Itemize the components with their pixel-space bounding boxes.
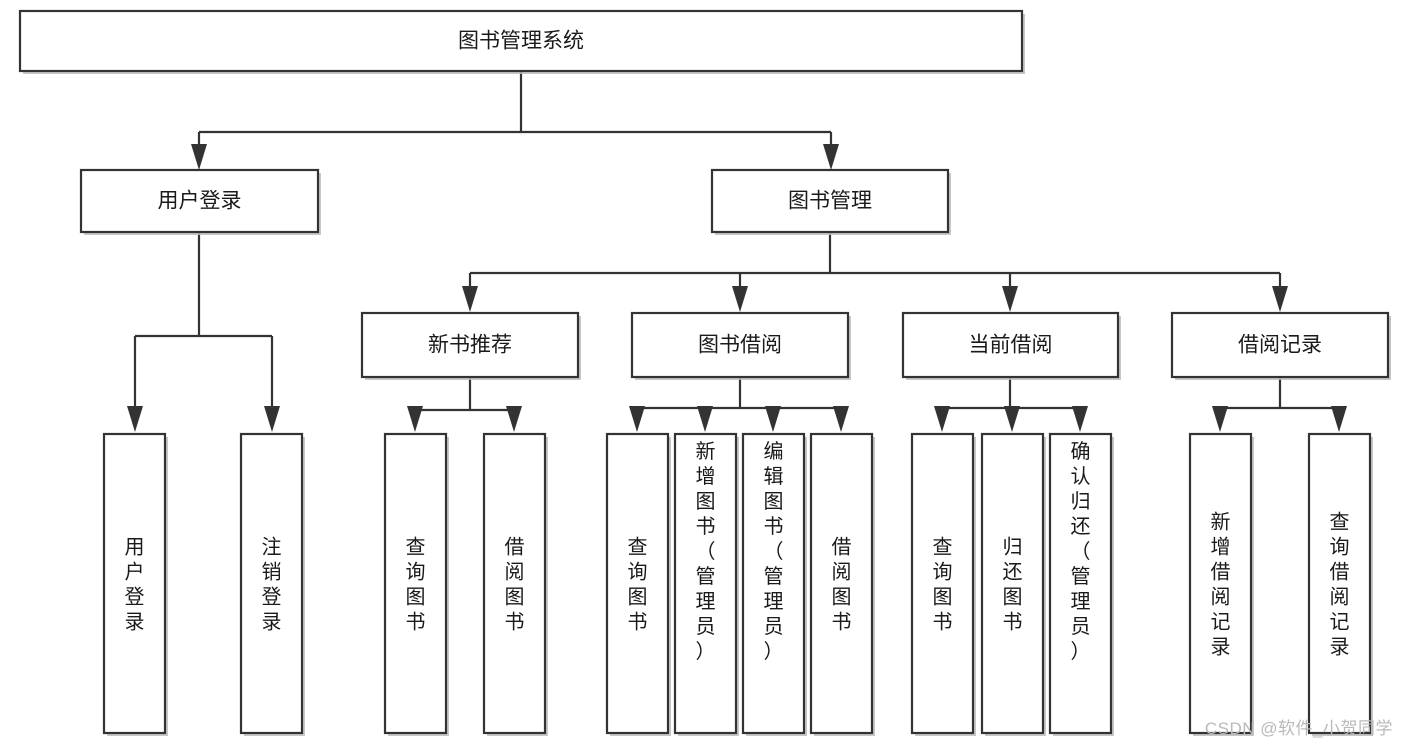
arrowhead-leaf-user-login (127, 406, 143, 432)
node-label: 用户登录 (125, 537, 145, 634)
node-leaf-8[interactable]: 查询图书 (910, 432, 976, 736)
node-label: 新增借阅记录 (1211, 511, 1231, 659)
edge-bookmanage-bus (468, 232, 1282, 292)
node-l2-0[interactable]: 用户登录 (79, 168, 321, 235)
node-leaf-0[interactable]: 用户登录 (102, 432, 168, 736)
node-box[interactable] (102, 432, 167, 735)
node-box[interactable] (605, 432, 670, 735)
node-box[interactable] (1188, 432, 1253, 735)
arrowhead-record-query (1331, 406, 1347, 432)
edge-bookborrow-bus (635, 377, 843, 414)
node-box[interactable] (79, 168, 320, 234)
node-layer: 图书管理系统用户登录图书管理新书推荐图书借阅当前借阅借阅记录用户登录注销登录查询… (18, 9, 1391, 736)
node-leaf-5[interactable]: 新增图书（管理员） (673, 432, 739, 736)
node-label: 确认归还（管理员） (1071, 440, 1091, 663)
node-box[interactable] (980, 432, 1045, 735)
arrowhead-borrow-add (697, 406, 713, 432)
arrowhead-to-book-borrow (732, 286, 748, 312)
node-label: 注销登录 (262, 536, 282, 634)
node-box[interactable] (741, 432, 806, 735)
node-box[interactable] (630, 311, 850, 379)
node-label: 编辑图书（管理员） (764, 440, 784, 663)
arrowhead-newbook-query (407, 406, 423, 432)
arrowhead-to-new-book-rec (462, 286, 478, 312)
node-leaf-10[interactable]: 确认归还（管理员） (1048, 432, 1114, 736)
arrowhead-current-query (934, 406, 950, 432)
node-l3-0[interactable]: 新书推荐 (360, 311, 581, 380)
node-l3-3[interactable]: 借阅记录 (1170, 311, 1391, 380)
edge-newbook-bus (413, 377, 516, 414)
node-label: 新增图书（管理员） (696, 440, 716, 663)
node-label: 归还图书 (1003, 536, 1023, 634)
node-leaf-2[interactable]: 查询图书 (383, 432, 449, 736)
node-label: 借阅图书 (832, 536, 852, 634)
edge-userlogin-bus (133, 232, 274, 412)
node-l2-1[interactable]: 图书管理 (710, 168, 951, 235)
node-box[interactable] (901, 311, 1120, 379)
edge-root-bus (197, 71, 833, 150)
node-box[interactable] (673, 432, 738, 735)
node-label: 查询图书 (406, 536, 426, 634)
node-box[interactable] (1048, 432, 1113, 735)
node-leaf-6[interactable]: 编辑图书（管理员） (741, 432, 807, 736)
node-box[interactable] (1307, 432, 1372, 735)
arrowhead-to-book-manage (823, 144, 839, 170)
node-leaf-7[interactable]: 借阅图书 (809, 432, 875, 736)
arrowhead-borrow-lend (833, 406, 849, 432)
arrowhead-current-return (1004, 406, 1020, 432)
node-leaf-9[interactable]: 归还图书 (980, 432, 1046, 736)
arrowhead-leaf-logout (264, 406, 280, 432)
arrowhead-to-current-borrow (1002, 286, 1018, 312)
csdn-watermark: CSDN @软件_小贺同学 (1204, 719, 1393, 738)
arrowhead-record-add (1212, 406, 1228, 432)
node-box[interactable] (383, 432, 448, 735)
node-box[interactable] (910, 432, 975, 735)
arrowhead-borrow-edit (765, 406, 781, 432)
node-leaf-1[interactable]: 注销登录 (239, 432, 305, 736)
node-label: 用户登录 (158, 190, 242, 213)
node-label: 图书借阅 (698, 334, 782, 357)
node-leaf-4[interactable]: 查询图书 (605, 432, 671, 736)
node-label: 新书推荐 (428, 334, 512, 357)
arrowhead-to-borrow-record (1272, 286, 1288, 312)
node-box[interactable] (239, 432, 304, 735)
node-label: 图书管理 (788, 190, 872, 213)
node-box[interactable] (482, 432, 547, 735)
node-l3-1[interactable]: 图书借阅 (630, 311, 851, 380)
node-label: 借阅图书 (505, 536, 525, 634)
node-box[interactable] (18, 9, 1024, 73)
arrowhead-newbook-borrow (506, 406, 522, 432)
arrowhead-to-user-login (191, 144, 207, 170)
node-label: 查询图书 (628, 536, 648, 634)
node-box[interactable] (1170, 311, 1390, 379)
arrowhead-current-confirm (1072, 406, 1088, 432)
node-label: 当前借阅 (969, 334, 1053, 357)
node-box[interactable] (710, 168, 950, 234)
node-l3-2[interactable]: 当前借阅 (901, 311, 1121, 380)
node-label: 借阅记录 (1238, 334, 1322, 357)
node-leaf-12[interactable]: 查询借阅记录 (1307, 432, 1373, 736)
node-box[interactable] (809, 432, 874, 735)
edge-borrowrecord-bus (1218, 377, 1341, 414)
node-root-0[interactable]: 图书管理系统 (18, 9, 1025, 74)
node-leaf-3[interactable]: 借阅图书 (482, 432, 548, 736)
node-label: 查询借阅记录 (1330, 511, 1350, 659)
node-label: 图书管理系统 (458, 30, 584, 53)
node-leaf-11[interactable]: 新增借阅记录 (1188, 432, 1254, 736)
arrowhead-borrow-query (629, 406, 645, 432)
node-box[interactable] (360, 311, 580, 379)
node-label: 查询图书 (933, 536, 953, 634)
connector-layer (127, 71, 1347, 432)
